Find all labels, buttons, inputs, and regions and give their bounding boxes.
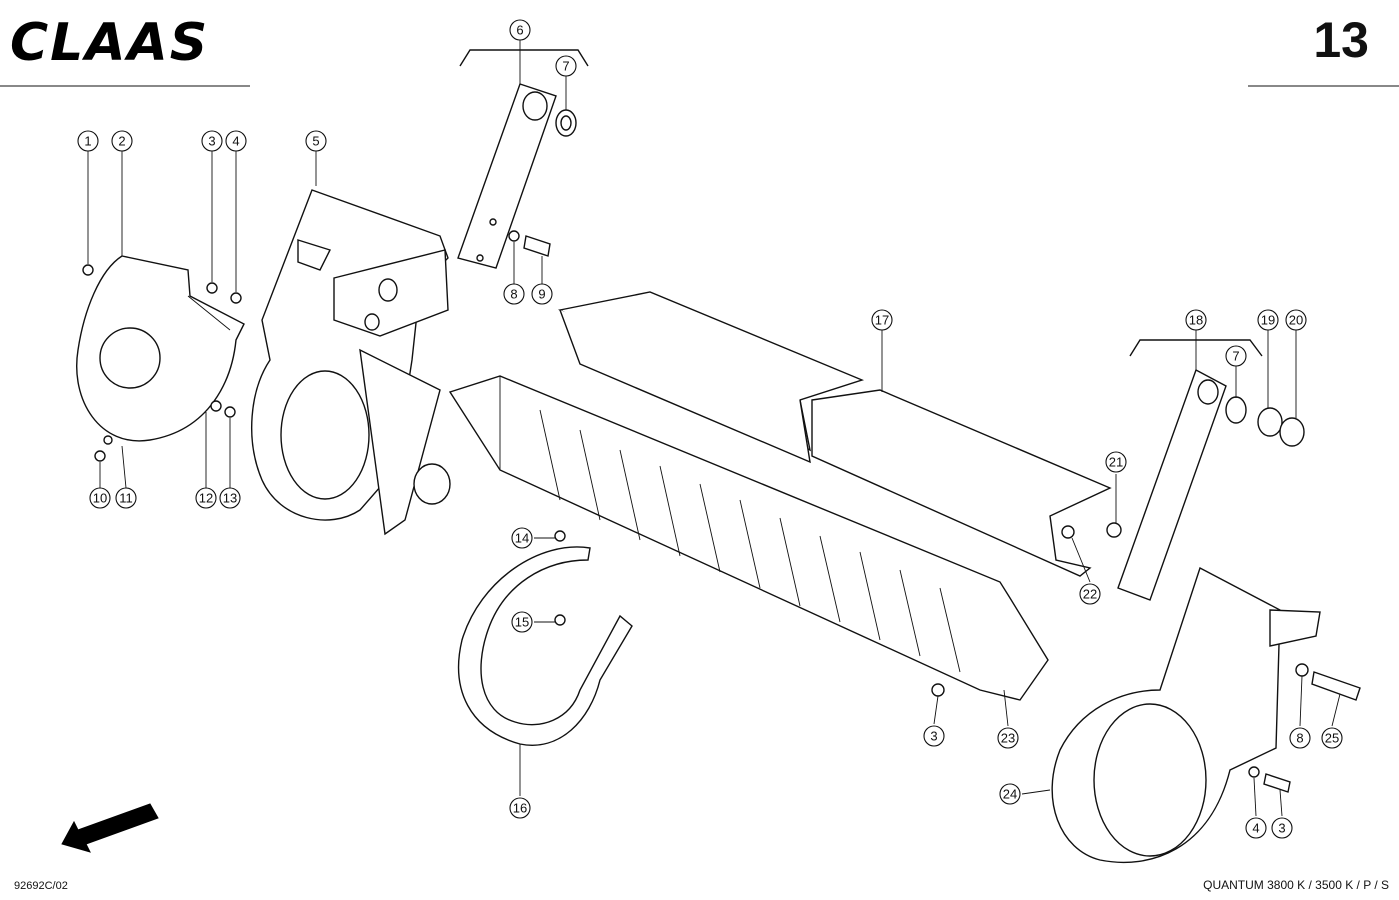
callout-3-right: 3 xyxy=(1271,817,1293,839)
callout-7: 7 xyxy=(555,55,577,77)
callout-9: 9 xyxy=(531,283,553,305)
part-16-lower-band xyxy=(458,546,633,746)
part-18-right-arm xyxy=(1117,339,1263,601)
callout-24: 24 xyxy=(999,783,1021,805)
callout-10: 10 xyxy=(89,487,111,509)
part-6-left-arm xyxy=(457,49,589,269)
svg-text:3: 3 xyxy=(1278,821,1285,836)
svg-text:2: 2 xyxy=(118,134,125,149)
callout-20: 20 xyxy=(1285,309,1307,331)
part-2-left-guard xyxy=(76,255,245,442)
svg-text:5: 5 xyxy=(312,134,319,149)
fasteners xyxy=(82,230,1361,793)
callout-8: 8 xyxy=(503,283,525,305)
brand-text: CLAAS xyxy=(10,13,209,68)
svg-text:4: 4 xyxy=(1252,821,1259,836)
claas-logo: CLAAS xyxy=(10,10,240,73)
svg-text:19: 19 xyxy=(1261,313,1275,328)
leader-lines xyxy=(87,40,1341,817)
svg-text:22: 22 xyxy=(1083,587,1097,602)
callout-13: 13 xyxy=(219,487,241,509)
callout-14: 14 xyxy=(511,527,533,549)
callout-8-right: 8 xyxy=(1289,727,1311,749)
svg-text:20: 20 xyxy=(1289,313,1303,328)
svg-text:7: 7 xyxy=(562,59,569,74)
svg-text:23: 23 xyxy=(1001,731,1015,746)
callout-21: 21 xyxy=(1105,451,1127,473)
svg-text:9: 9 xyxy=(538,287,545,302)
svg-text:13: 13 xyxy=(223,491,237,506)
callout-25: 25 xyxy=(1321,727,1343,749)
svg-text:10: 10 xyxy=(93,491,107,506)
svg-text:12: 12 xyxy=(199,491,213,506)
part-5-left-housing xyxy=(251,189,451,536)
svg-text:7: 7 xyxy=(1232,349,1239,364)
svg-text:3: 3 xyxy=(208,134,215,149)
callout-19: 19 xyxy=(1257,309,1279,331)
callout-3-middle: 3 xyxy=(923,725,945,747)
svg-text:17: 17 xyxy=(875,313,889,328)
drawing-number: 92692C/02 xyxy=(14,880,68,892)
callout-16: 16 xyxy=(509,797,531,819)
svg-text:24: 24 xyxy=(1003,787,1017,802)
part-17-beam xyxy=(558,291,1112,577)
callout-5: 5 xyxy=(305,130,327,152)
callout-23: 23 xyxy=(997,727,1019,749)
callout-15: 15 xyxy=(511,611,533,633)
svg-text:14: 14 xyxy=(515,531,529,546)
callout-12: 12 xyxy=(195,487,217,509)
svg-text:11: 11 xyxy=(119,491,133,506)
callout-6: 6 xyxy=(509,19,531,41)
part-24-right-housing xyxy=(1051,566,1321,864)
svg-text:3: 3 xyxy=(930,729,937,744)
claas-logo-mark: CLAAS xyxy=(10,13,209,73)
callout-18: 18 xyxy=(1185,309,1207,331)
svg-text:18: 18 xyxy=(1189,313,1203,328)
svg-text:16: 16 xyxy=(513,801,527,816)
callout-17: 17 xyxy=(871,309,893,331)
model-caption: QUANTUM 3800 K / 3500 K / P / S xyxy=(1203,878,1389,892)
part-7-bushing-left xyxy=(555,109,577,137)
svg-text:6: 6 xyxy=(516,23,523,38)
callout-3: 3 xyxy=(201,130,223,152)
callout-4: 4 xyxy=(225,130,247,152)
svg-text:15: 15 xyxy=(515,615,529,630)
svg-text:4: 4 xyxy=(232,134,239,149)
svg-text:25: 25 xyxy=(1325,731,1339,746)
callout-22: 22 xyxy=(1079,583,1101,605)
page-number: 13 xyxy=(1313,12,1369,68)
svg-text:8: 8 xyxy=(510,287,517,302)
right-bushing-and-rings xyxy=(1225,396,1305,447)
callout-2: 2 xyxy=(111,130,133,152)
svg-text:1: 1 xyxy=(84,134,91,149)
callout-4-right: 4 xyxy=(1245,817,1267,839)
callout-11: 11 xyxy=(115,487,137,509)
svg-text:21: 21 xyxy=(1109,455,1123,470)
callout-1: 1 xyxy=(77,130,99,152)
callout-7-right: 7 xyxy=(1225,345,1247,367)
part-23-tine-strip xyxy=(448,375,1049,701)
svg-text:8: 8 xyxy=(1296,731,1303,746)
direction-arrow-icon xyxy=(61,803,159,853)
